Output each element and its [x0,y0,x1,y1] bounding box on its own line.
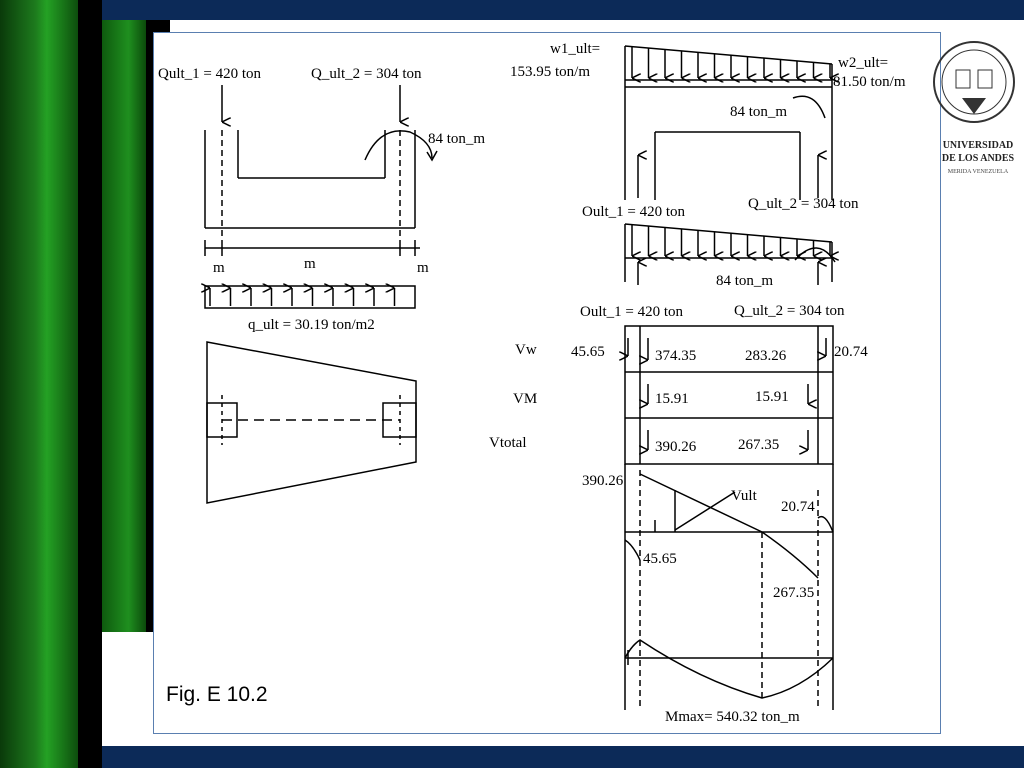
left-q1-label: Qult_1 = 420 ton [158,66,262,82]
vw-a-value: 374.35 [655,348,696,364]
left-q2-label: Q_ult_2 = 304 ton [311,66,422,82]
dim-right-label: m [417,260,429,276]
vm-b-value: 15.91 [755,389,789,405]
dim-mid-label: m [304,256,316,272]
green-decor-panel [102,20,146,632]
shear-right-bottom-value: 267.35 [773,585,814,601]
beam-moment-label-2: 84 ton_m [716,273,773,289]
reaction-2-label: Q_ult_2 = 304 ton [748,196,859,212]
w2-label-a: w2_ult= [838,55,888,71]
pressure-arrows [210,288,396,306]
w2-label-b: 81.50 ton/m [833,74,906,90]
logo-line-3: MERIDA VENEZUELA [948,169,1009,175]
left-moment-label: 84 ton_m [428,131,485,147]
distributed-load-arrows-2 [631,224,830,256]
mmax-label: Mmax= 540.32 ton_m [665,709,800,725]
shear-right-top-value: 20.74 [781,499,815,515]
university-logo: UNIVERSIDAD DE LOS ANDES MERIDA VENEZUEL… [933,41,1015,175]
logo-line-2: DE LOS ANDES [942,153,1015,164]
vt-b-value: 267.35 [738,437,779,453]
beam-moment-label-1: 84 ton_m [730,104,787,120]
row-vm-label: VM [513,391,537,407]
distributed-load-arrows-1 [631,46,830,78]
shear-top-left-value: 390.26 [582,473,624,489]
beam-load-diagram [624,45,833,200]
w1-label-b: 153.95 ton/m [510,64,590,80]
shear-diagram [624,464,834,710]
vm-a-value: 15.91 [655,391,689,407]
shear-table [625,325,834,465]
dim-left-label: m [213,260,225,276]
top-navy-bar [102,0,1024,20]
vw-b-value: 283.26 [745,348,787,364]
reaction-3-label: Oult_1 = 420 ton [580,304,684,320]
vw-right-value: 20.74 [834,344,868,360]
bottom-navy-bar [102,746,1024,768]
row-vw-label: Vw [515,342,537,358]
left-black-strip [78,0,102,768]
footing-elevation [204,85,438,256]
reaction-4-label: Q_ult_2 = 304 ton [734,303,845,319]
row-vtotal-label: Vtotal [489,435,527,451]
shear-label: Vult [731,488,758,504]
reaction-1-label: Oult_1 = 420 ton [582,204,686,220]
moment-diagram [624,639,834,699]
vw-left-value: 45.65 [571,344,605,360]
w1-label-a: w1_ult= [550,41,600,57]
figure-caption: Fig. E 10.2 [166,683,268,706]
shear-left-bottom-value: 45.65 [643,551,677,567]
logo-line-1: UNIVERSIDAD [943,140,1014,151]
vt-a-value: 390.26 [655,439,697,455]
left-gradient-bar [0,0,78,768]
footing-plan [206,341,417,504]
soil-pressure-diagram [204,285,416,309]
figure-frame [153,32,941,734]
pressure-label: q_ult = 30.19 ton/m2 [248,317,375,333]
